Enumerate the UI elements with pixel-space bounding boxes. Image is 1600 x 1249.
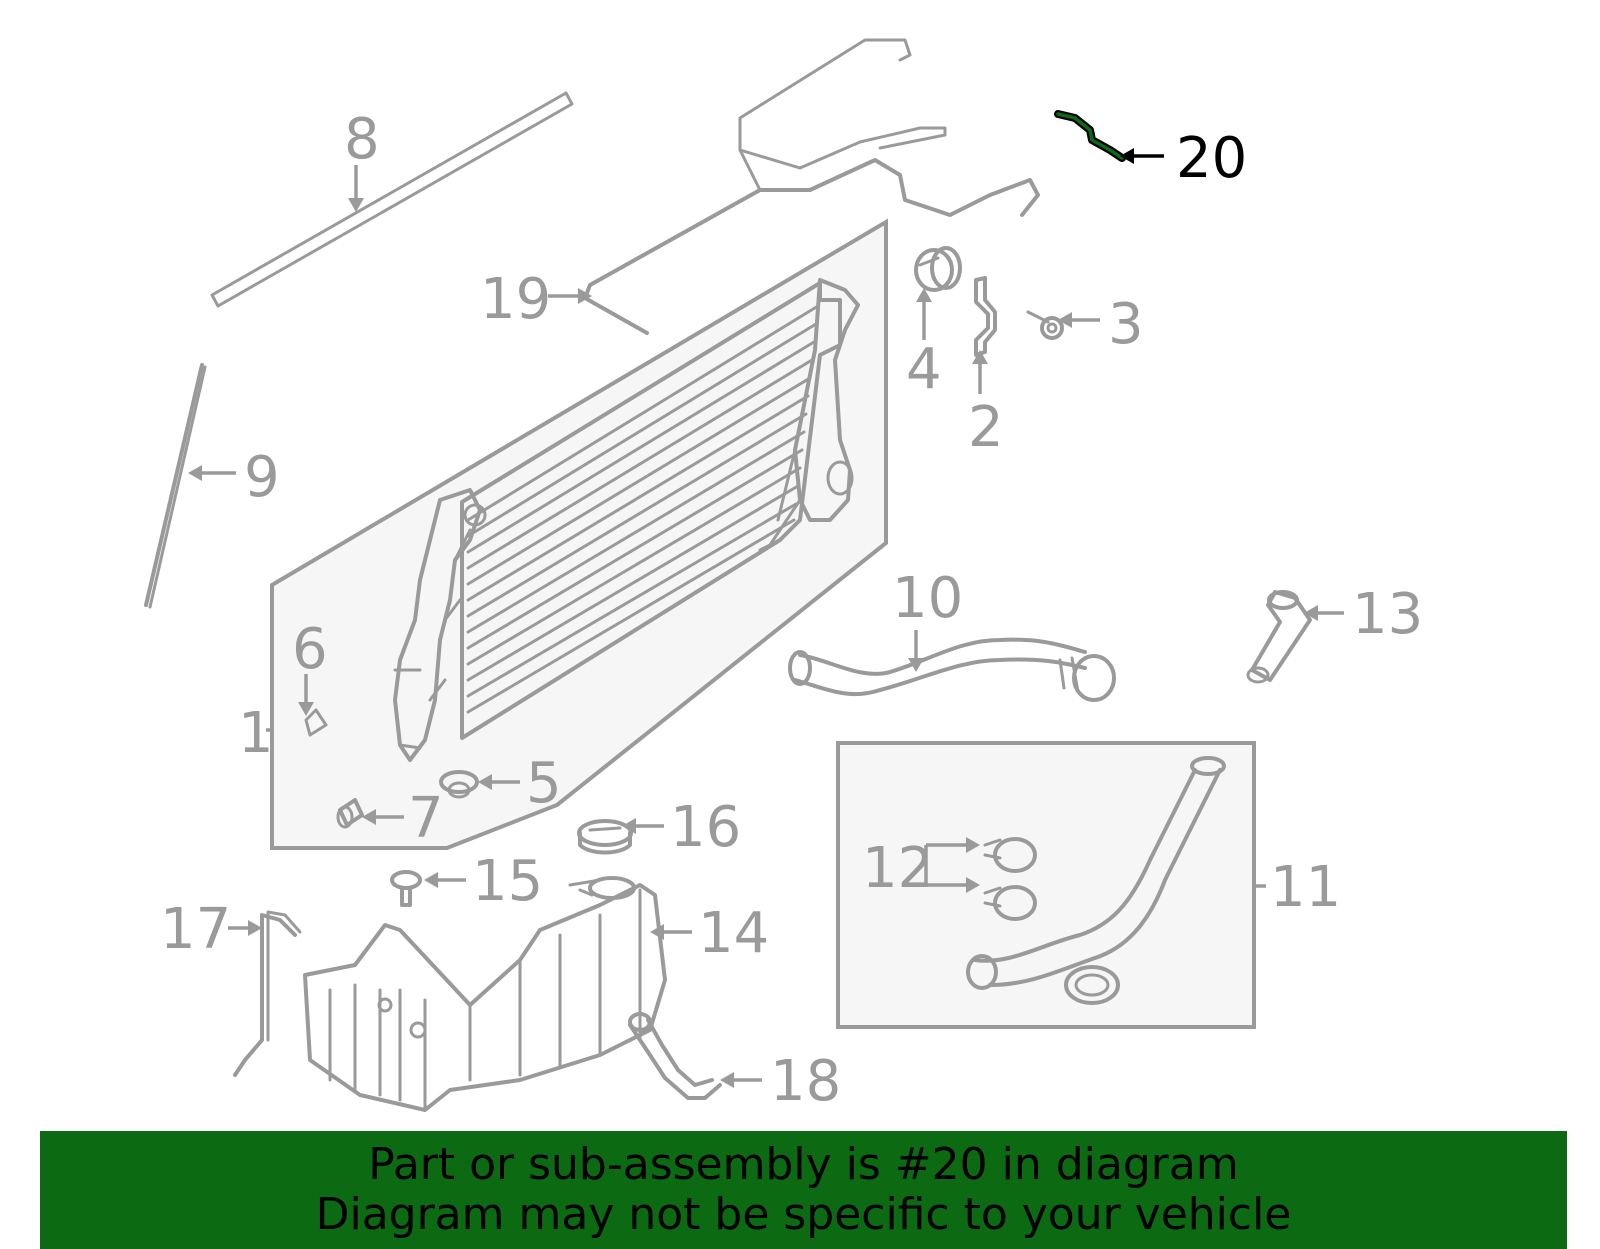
part-15-fastener[interactable] bbox=[390, 870, 422, 907]
callout-11[interactable]: 11 bbox=[1270, 855, 1341, 920]
part-19-tube[interactable] bbox=[583, 38, 1040, 335]
part-2-bracket[interactable] bbox=[974, 276, 997, 357]
part-6-clip[interactable] bbox=[304, 708, 328, 737]
callout-7[interactable]: 7 bbox=[408, 786, 444, 851]
part-10-hose[interactable] bbox=[788, 637, 1116, 702]
leader-lines bbox=[188, 148, 1344, 1088]
callout-5[interactable]: 5 bbox=[526, 751, 562, 816]
part-8-seal-strip[interactable] bbox=[210, 91, 574, 308]
part-11-hose[interactable] bbox=[966, 756, 1226, 1005]
part-3-bolt[interactable] bbox=[1026, 310, 1064, 340]
callout-20[interactable]: 20 bbox=[1176, 126, 1247, 191]
callout-9[interactable]: 9 bbox=[244, 445, 280, 510]
part-13-elbow[interactable] bbox=[1246, 590, 1312, 684]
part-14-reservoir[interactable] bbox=[303, 876, 667, 1112]
callout-labels: 8 20 19 3 4 2 9 10 13 6 1 5 7 16 15 12 1… bbox=[160, 107, 1423, 1114]
callout-17[interactable]: 17 bbox=[160, 897, 231, 962]
radiator-core[interactable] bbox=[393, 278, 860, 762]
callout-10[interactable]: 10 bbox=[892, 566, 963, 631]
part-4-grommet[interactable] bbox=[914, 246, 962, 292]
part-16-cap[interactable] bbox=[577, 819, 633, 855]
callout-19[interactable]: 19 bbox=[480, 267, 551, 332]
callout-13[interactable]: 13 bbox=[1352, 582, 1423, 647]
callout-4[interactable]: 4 bbox=[906, 337, 942, 402]
info-banner: Part or sub-assembly is #20 in diagram D… bbox=[40, 1131, 1567, 1249]
callout-18[interactable]: 18 bbox=[770, 1049, 841, 1114]
part-7-plug[interactable] bbox=[336, 798, 364, 829]
callout-16[interactable]: 16 bbox=[670, 795, 741, 860]
part-18-hose[interactable] bbox=[628, 1012, 722, 1100]
part-9-side-seal[interactable] bbox=[144, 363, 207, 609]
part-20-hose[interactable] bbox=[1054, 110, 1126, 162]
part-17-tube[interactable] bbox=[233, 910, 302, 1077]
callout-6[interactable]: 6 bbox=[292, 617, 328, 682]
part-5-cap[interactable] bbox=[439, 770, 479, 799]
callout-1[interactable]: 1 bbox=[238, 701, 274, 766]
callout-3[interactable]: 3 bbox=[1108, 292, 1144, 357]
banner-line-part-number: Part or sub-assembly is #20 in diagram bbox=[368, 1139, 1239, 1190]
callout-2[interactable]: 2 bbox=[968, 395, 1004, 460]
callout-12[interactable]: 12 bbox=[862, 836, 933, 901]
callout-15[interactable]: 15 bbox=[472, 849, 543, 914]
banner-line-disclaimer: Diagram may not be specific to your vehi… bbox=[315, 1189, 1292, 1240]
callout-14[interactable]: 14 bbox=[698, 901, 769, 966]
part-12-clamps[interactable] bbox=[983, 837, 1037, 921]
callout-8[interactable]: 8 bbox=[344, 107, 380, 172]
